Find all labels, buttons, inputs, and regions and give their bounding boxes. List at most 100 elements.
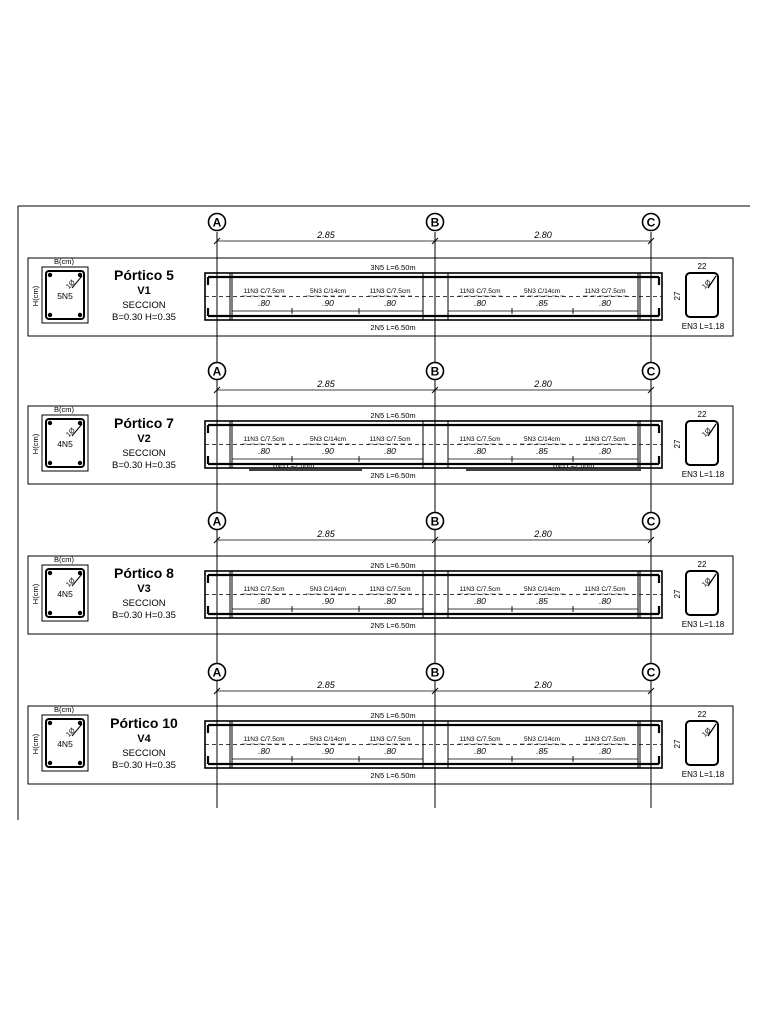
- stirrup-spacing-spec: 5N3 C/14cm: [524, 436, 560, 443]
- stirrup-zone-length: .80: [474, 298, 486, 308]
- stirrup-zone-length: .80: [258, 746, 270, 756]
- section-stirrup: [45, 418, 85, 468]
- dimension-tick: [647, 237, 655, 245]
- stirrup-hook: [707, 723, 717, 737]
- top-bar-label: 3N5 L=6.50m: [370, 263, 415, 272]
- stirrup-zone-length: .80: [258, 298, 270, 308]
- dimension-tick: [647, 386, 655, 394]
- stirrup-height-label: 27: [673, 291, 682, 300]
- rebar-dot: [47, 420, 53, 426]
- stirrup-zone-length: .80: [599, 298, 611, 308]
- dimension-tick: [431, 687, 439, 695]
- span-length-ab: 2.85: [316, 680, 336, 690]
- axis-bubble-label: B: [431, 365, 440, 379]
- rebar-dot: [77, 720, 83, 726]
- stirrup-zone-length: .85: [536, 298, 548, 308]
- stirrup-shape: [685, 570, 719, 616]
- section-bars-label: 5N5: [57, 291, 73, 301]
- extra-bar-label: 1N5 L=2.00m: [552, 463, 594, 470]
- stirrup-hook: [71, 275, 83, 289]
- stirrup-zone-length: .90: [322, 446, 334, 456]
- axis-bubble-C: [641, 662, 661, 682]
- top-bar-label: 2N5 L=6.50m: [370, 711, 415, 720]
- stirrup-width-label: 22: [698, 262, 707, 271]
- stirrup-zone-length: .90: [322, 596, 334, 606]
- bottom-bar-label: 2N5 L=6.50m: [370, 771, 415, 780]
- section-word: SECCION: [122, 748, 165, 759]
- section-outline: [41, 714, 89, 772]
- section-outline: [41, 266, 89, 324]
- rebar-dot: [77, 460, 83, 466]
- stirrup-spacing-spec: 5N3 C/14cm: [310, 436, 346, 443]
- section-size: B=0.30 H=0.35: [112, 312, 176, 323]
- stirrup-detail-tag: 1Ø: [701, 727, 713, 739]
- stirrup-spacing-spec: 11N3 C/7.5cm: [584, 586, 625, 593]
- beam-panel-frame: [27, 705, 734, 785]
- bottom-bar-label: 2N5 L=6.50m: [370, 471, 415, 480]
- section-h-label: H(cm): [31, 433, 40, 454]
- stirrup-spec-label: EN3 L=1.18: [682, 620, 725, 629]
- section-size: B=0.30 H=0.35: [112, 460, 176, 471]
- axis-bubble-B: [425, 511, 445, 531]
- stirrup-spacing-spec: 11N3 C/7.5cm: [459, 736, 500, 743]
- stirrup-zone-length: .80: [384, 298, 396, 308]
- section-h-label: H(cm): [31, 583, 40, 604]
- dimension-tick: [431, 237, 439, 245]
- stirrup-height-label: 27: [673, 439, 682, 448]
- rebar-dot: [77, 272, 83, 278]
- stirrup-zone-length: .80: [384, 746, 396, 756]
- dimension-tick: [213, 536, 221, 544]
- section-bars-label: 4N5: [57, 739, 73, 749]
- axis-bubble-A: [207, 212, 227, 232]
- section-stirrup-tag: 1Ø: [65, 577, 77, 589]
- section-word: SECCION: [122, 448, 165, 459]
- stirrup-spacing-spec: 11N3 C/7.5cm: [584, 288, 625, 295]
- stirrup-spacing-spec: 11N3 C/7.5cm: [369, 288, 410, 295]
- stirrup-spacing-spec: 11N3 C/7.5cm: [459, 586, 500, 593]
- beam-panel-frame: [27, 257, 734, 337]
- stirrup-spacing-spec: 11N3 C/7.5cm: [369, 586, 410, 593]
- stirrup-hook: [71, 723, 83, 737]
- axis-bubble-A: [207, 662, 227, 682]
- top-bar-label: 2N5 L=6.50m: [370, 561, 415, 570]
- axis-bubble-label: B: [431, 515, 440, 529]
- stirrup-width-label: 22: [698, 560, 707, 569]
- span-length-bc: 2.80: [533, 680, 552, 690]
- beam-panel-frame: [27, 555, 734, 635]
- dimension-tick: [431, 386, 439, 394]
- stirrup-shape: [685, 272, 719, 318]
- rebar-dot: [47, 460, 53, 466]
- dimension-tick: [431, 536, 439, 544]
- section-bars-label: 4N5: [57, 589, 73, 599]
- rebar-dot: [47, 610, 53, 616]
- axis-bubble-B: [425, 662, 445, 682]
- rebar-dot: [47, 312, 53, 318]
- axis-bubble-label: A: [213, 216, 222, 230]
- stirrup-zone-length: .80: [599, 596, 611, 606]
- stirrup-spacing-spec: 11N3 C/7.5cm: [243, 288, 284, 295]
- stirrup-hook: [707, 423, 717, 437]
- stirrup-spacing-spec: 5N3 C/14cm: [310, 288, 346, 295]
- stirrup-spacing-spec: 5N3 C/14cm: [310, 586, 346, 593]
- stirrup-detail-tag: 1Ø: [701, 427, 713, 439]
- dimension-tick: [213, 237, 221, 245]
- stirrup-zone-length: .80: [474, 746, 486, 756]
- stirrup-spacing-spec: 5N3 C/14cm: [524, 288, 560, 295]
- axis-bubble-A: [207, 361, 227, 381]
- section-b-label: B(cm): [54, 257, 74, 266]
- section-stirrup: [45, 270, 85, 320]
- stirrup-spec-label: EN3 L=1.18: [682, 322, 725, 331]
- bottom-bar-label: 2N5 L=6.50m: [370, 621, 415, 630]
- rebar-dot: [77, 420, 83, 426]
- stirrup-spacing-spec: 11N3 C/7.5cm: [459, 436, 500, 443]
- axis-bubble-B: [425, 212, 445, 232]
- span-length-ab: 2.85: [316, 379, 336, 389]
- stirrup-spacing-spec: 11N3 C/7.5cm: [584, 736, 625, 743]
- beam-code: V2: [137, 433, 150, 445]
- section-size: B=0.30 H=0.35: [112, 760, 176, 771]
- section-b-label: B(cm): [54, 705, 74, 714]
- axis-bubble-C: [641, 361, 661, 381]
- stirrup-hook: [71, 423, 83, 437]
- axis-bubble-label: A: [213, 666, 222, 680]
